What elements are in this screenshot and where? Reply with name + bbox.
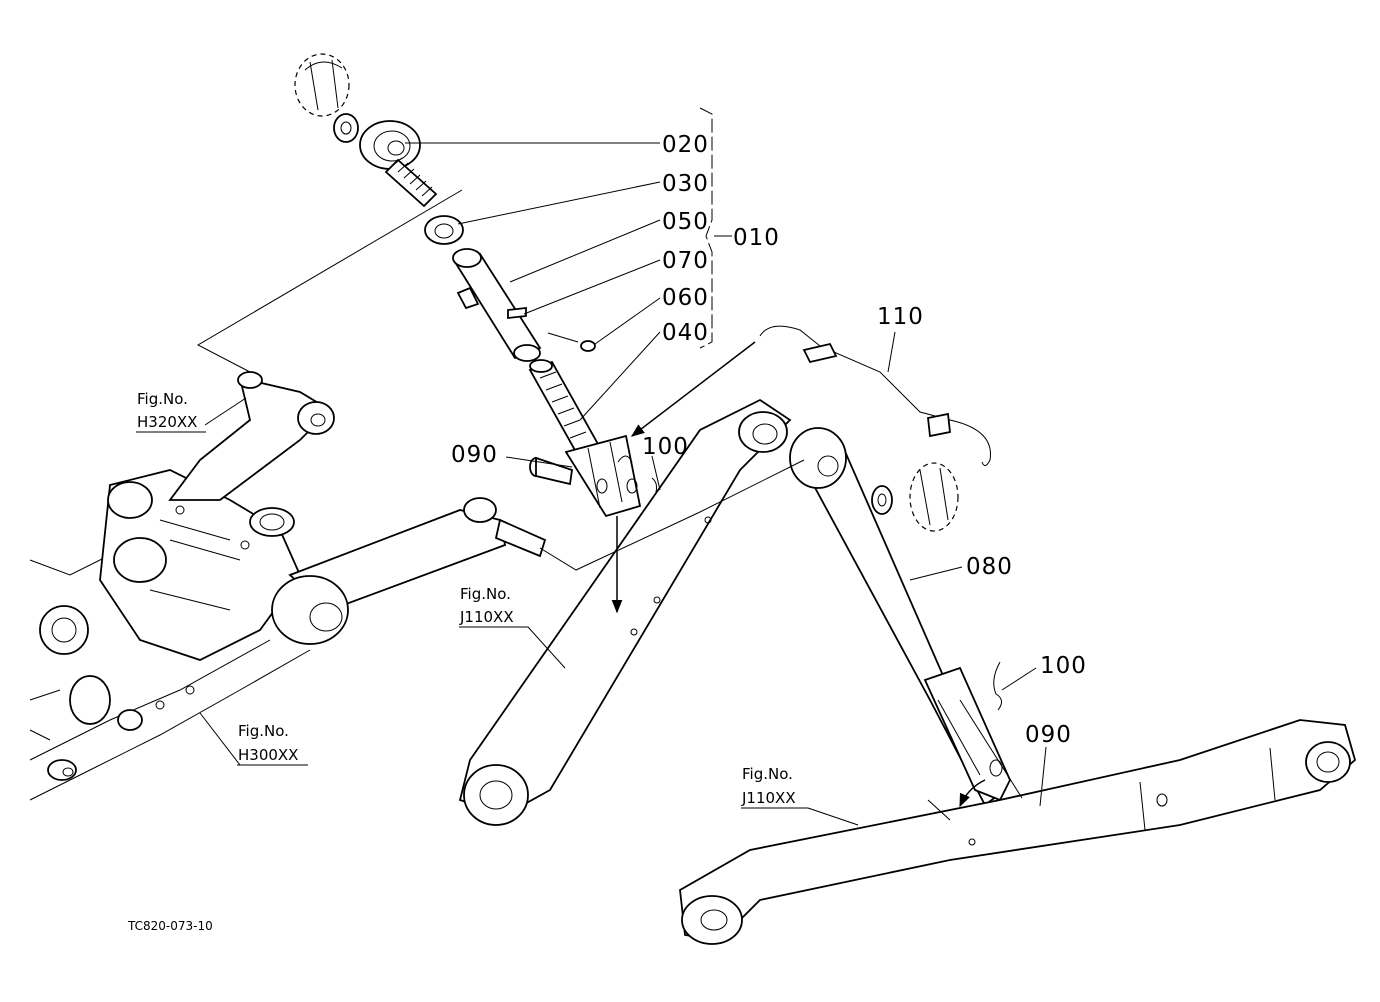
- figure-ref-label: Fig.No.: [137, 390, 188, 408]
- label-030: 030: [662, 171, 709, 197]
- r-clip-100-right: [993, 661, 1002, 711]
- figure-ref-h300xx: Fig.No. H300XX: [237, 722, 308, 766]
- washer-top: [333, 113, 359, 143]
- lift-rod-assembly: [294, 53, 659, 518]
- label-070: 070: [662, 248, 709, 274]
- label-090-left: 090: [451, 442, 498, 468]
- right-lift-arm: [271, 497, 547, 645]
- figure-ref-j110xx-bottom: Fig.No. J110XX: [741, 765, 808, 809]
- label-020: 020: [662, 132, 709, 158]
- washer-right: [871, 485, 893, 515]
- nut-030: [424, 215, 464, 245]
- label-100-right: 100: [1040, 653, 1087, 679]
- figure-ref-h320xx: Fig.No. H320XX: [136, 390, 206, 433]
- lynch-pin-top: [294, 53, 350, 117]
- label-040: 040: [662, 320, 709, 346]
- figure-ref-label: Fig.No.: [742, 765, 793, 783]
- part-number-labels: 020 030 050 070 060 040 010 110 090 100 …: [451, 132, 1087, 748]
- label-090-right: 090: [1025, 722, 1072, 748]
- label-080: 080: [966, 554, 1013, 580]
- lower-link-right: [679, 719, 1357, 945]
- figure-ref-code: J110XX: [741, 789, 796, 807]
- label-050: 050: [662, 209, 709, 235]
- figure-ref-code: H320XX: [137, 413, 197, 431]
- adjusting-handle-110: [759, 325, 991, 466]
- figure-ref-label: Fig.No.: [460, 585, 511, 603]
- label-110: 110: [877, 304, 924, 330]
- guide-line-center: [539, 459, 805, 571]
- ball-joint-020: [359, 120, 421, 170]
- figure-ref-j110xx-middle: Fig.No. J110XX: [459, 585, 528, 628]
- label-060: 060: [662, 285, 709, 311]
- group-bracket-010: [699, 107, 732, 349]
- lift-arm: [168, 371, 335, 501]
- arrow-rod-into-link: [959, 779, 986, 808]
- clevis-pin-090-left: [529, 456, 573, 486]
- threaded-shaft: [384, 157, 438, 208]
- arrow-handle-to-clevis: [630, 341, 756, 437]
- figure-ref-code: H300XX: [238, 746, 298, 764]
- transmission-housing: [29, 469, 311, 801]
- lower-link-left: [458, 398, 792, 826]
- lynch-pin-right: [909, 462, 959, 532]
- label-010: 010: [733, 225, 780, 251]
- figure-ref-label: Fig.No.: [238, 722, 289, 740]
- label-100-left: 100: [642, 434, 689, 460]
- threaded-rod-040: [528, 359, 600, 454]
- clevis-yoke: [564, 434, 642, 518]
- lift-rod-080: [789, 427, 1011, 807]
- guide-line-pin: [959, 699, 1023, 799]
- figure-ref-code: J110XX: [459, 608, 514, 626]
- drawing-code: TC820-073-10: [127, 919, 213, 933]
- tube-body-050: [452, 248, 542, 362]
- pin-070: [507, 306, 527, 320]
- set-screw-060: [547, 332, 596, 352]
- callout-leaders: [199, 142, 1047, 826]
- guide-line-upper: [196, 189, 463, 373]
